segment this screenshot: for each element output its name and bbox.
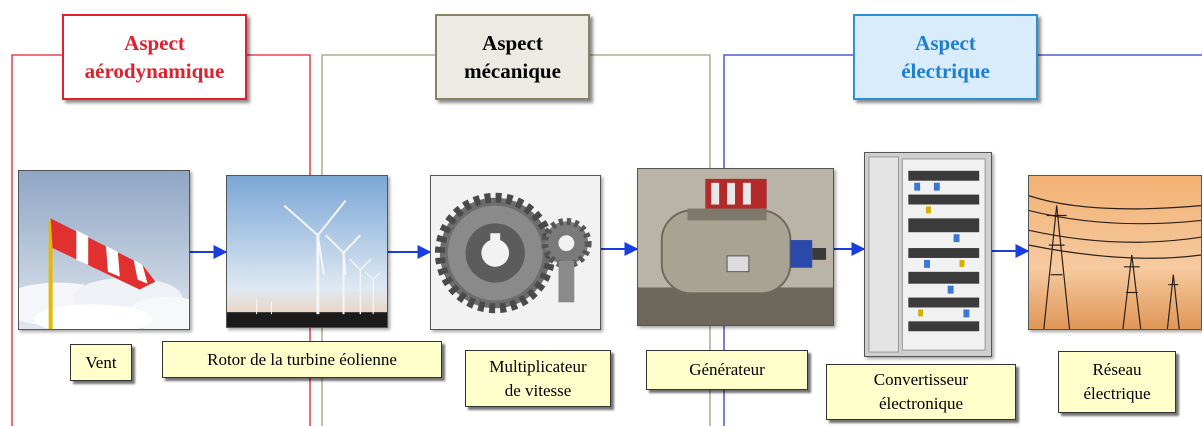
gears-icon xyxy=(431,176,600,329)
electrical-cabinet-photo xyxy=(864,152,992,357)
wind-turbine-photo xyxy=(226,175,388,328)
generator-photo xyxy=(637,168,834,326)
aspect-aerodynamic-box: Aspect aérodynamique xyxy=(62,14,247,100)
label-rotor: Rotor de la turbine éolienne xyxy=(162,341,442,378)
label-multiplicateur: Multiplicateur de vitesse xyxy=(465,350,611,407)
label-convertisseur: Convertisseur électronique xyxy=(826,364,1016,420)
power-grid-photo xyxy=(1028,175,1202,330)
windsock-photo xyxy=(18,170,190,330)
gears-photo xyxy=(430,175,601,330)
windsock-icon xyxy=(19,171,189,329)
aspect-mechanical-box: Aspect mécanique xyxy=(435,14,590,100)
label-generateur: Générateur xyxy=(646,350,808,390)
label-vent: Vent xyxy=(70,344,132,381)
power-pylons-icon xyxy=(1029,176,1201,329)
generator-icon xyxy=(638,169,833,325)
electrical-cabinet-icon xyxy=(865,153,991,356)
label-reseau: Réseau électrique xyxy=(1058,351,1176,413)
aspect-electrical-box: Aspect électrique xyxy=(853,14,1038,100)
wind-turbine-icon xyxy=(227,176,387,327)
